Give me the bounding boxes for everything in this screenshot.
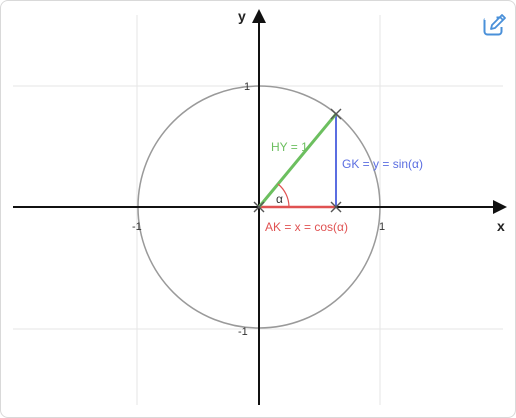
horizontal-side-label: AK = x = cos(α) — [265, 220, 348, 234]
y-axis-label: y — [238, 8, 246, 24]
angle-arc — [277, 183, 290, 208]
point-marker-circle — [330, 108, 342, 120]
y-axis-arrow — [252, 9, 266, 23]
x-axis-arrow — [493, 200, 507, 214]
x-tick-neg1: -1 — [132, 221, 142, 233]
x-axis-label: x — [497, 218, 505, 234]
hypotenuse-label: HY = 1 — [271, 140, 308, 154]
axes — [13, 9, 507, 405]
y-tick-pos1: 1 — [244, 81, 250, 93]
pencil-edit-icon — [483, 14, 506, 36]
vertical-side-label: GK = y = sin(α) — [342, 157, 423, 171]
edit-button[interactable] — [479, 9, 511, 41]
angle-label: α — [276, 192, 283, 206]
y-tick-neg1: -1 — [238, 326, 248, 338]
point-marker-foot — [330, 201, 342, 213]
point-marker-origin — [253, 201, 265, 213]
hypotenuse — [257, 113, 338, 208]
x-tick-pos1: 1 — [379, 221, 385, 233]
